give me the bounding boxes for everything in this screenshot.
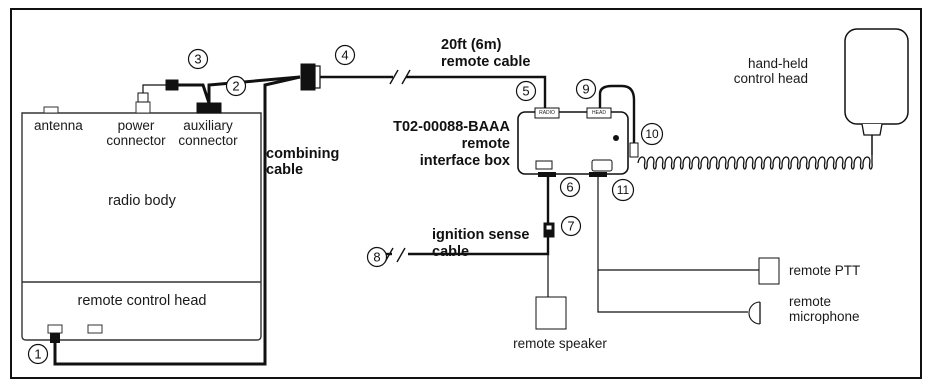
combining-cable-label-2: cable xyxy=(266,162,303,178)
remote-microphone-label-2: microphone xyxy=(789,309,860,324)
coiled-cable xyxy=(637,155,873,170)
remote-microphone-label: remote xyxy=(789,294,831,309)
diagram-frame xyxy=(10,8,922,379)
remote-cable-plug xyxy=(300,63,316,91)
svg-text:4: 4 xyxy=(341,48,348,63)
callout-11: 11 xyxy=(611,178,635,202)
radio-body-outline xyxy=(21,112,262,341)
interface-box-label: T02-00088-BAAA xyxy=(393,119,510,135)
callout-6: 6 xyxy=(559,176,581,198)
head-port xyxy=(586,107,612,119)
hand-held-body xyxy=(844,28,909,125)
radio-body-label: radio body xyxy=(108,193,176,209)
remote-speaker-label: remote speaker xyxy=(513,336,607,351)
radio-port xyxy=(534,107,560,119)
radio-port-label: RADIO xyxy=(539,110,555,116)
svg-text:11: 11 xyxy=(617,183,630,197)
callout-5: 5 xyxy=(515,80,537,102)
auxiliary-connector-label: auxiliary xyxy=(183,118,233,133)
svg-text:10: 10 xyxy=(645,127,659,141)
callout-3: 3 xyxy=(187,48,209,70)
power-connector-label-2: connector xyxy=(106,133,166,148)
db-connector xyxy=(591,159,613,172)
head-port-label: HEAD xyxy=(592,110,606,116)
svg-text:9: 9 xyxy=(582,82,589,97)
hand-held-control-head: hand-held control head xyxy=(629,28,909,170)
cable-break-1 xyxy=(389,69,399,85)
auxiliary-connector-label-2: connector xyxy=(178,133,238,148)
remote-cable-label: 20ft (6m) xyxy=(441,37,502,53)
remote-ptt-label: remote PTT xyxy=(789,263,860,278)
ignition-port-plug xyxy=(538,172,556,177)
aux-small-cable xyxy=(178,83,211,104)
remote-control-head-label: remote control head xyxy=(78,293,207,309)
callout-2: 2 xyxy=(225,75,247,97)
head-connector-right xyxy=(87,324,103,334)
remote-speaker xyxy=(535,296,567,330)
callout-8: 8 xyxy=(366,246,388,268)
svg-text:6: 6 xyxy=(566,180,573,195)
interface-box-body xyxy=(517,111,629,175)
interface-box-label-3: interface box xyxy=(420,153,510,169)
combining-cable xyxy=(53,75,301,366)
ignition-cable-label-2: cable xyxy=(432,244,469,260)
callouts: 1 2 3 4 5 6 7 8 9 10 11 xyxy=(27,44,664,365)
svg-text:7: 7 xyxy=(567,219,574,234)
svg-text:2: 2 xyxy=(232,79,239,94)
ignition-break-1 xyxy=(396,247,406,263)
cables xyxy=(53,63,760,366)
hand-held-strain-relief xyxy=(861,123,883,136)
power-plug xyxy=(137,92,149,103)
interface-box-label-2: remote xyxy=(462,136,510,152)
hand-held-label: hand-held xyxy=(748,56,808,71)
remote-cable-b xyxy=(406,75,547,108)
combining-cable-label: combining xyxy=(266,146,339,162)
cable-3-plug xyxy=(165,79,179,91)
remote-microphone xyxy=(748,301,761,325)
head-cable-plug xyxy=(50,333,60,343)
antenna-label: antenna xyxy=(34,118,83,133)
head-connector-left xyxy=(47,324,63,334)
ignition-port xyxy=(535,160,553,170)
peripherals: remote speaker remote PTT remote microph… xyxy=(513,257,860,351)
coil-plug xyxy=(629,142,639,158)
hand-held-label-2: control head xyxy=(734,71,808,86)
svg-text:8: 8 xyxy=(373,250,380,265)
remote-ptt xyxy=(758,257,780,285)
auxiliary-connector xyxy=(196,102,222,114)
ignition-cable-label: ignition sense xyxy=(432,227,530,243)
power-connector xyxy=(135,101,151,114)
callout-10: 10 xyxy=(640,122,664,146)
callout-7: 7 xyxy=(560,215,582,237)
radio-unit: antenna power connector auxiliary connec… xyxy=(21,101,262,343)
interface-led xyxy=(613,135,619,141)
svg-text:3: 3 xyxy=(194,52,201,67)
microphone-cable xyxy=(597,176,748,313)
power-connector-label: power xyxy=(118,118,155,133)
db-port-plug xyxy=(589,172,607,177)
antenna-connector xyxy=(43,106,59,114)
remote-cable-label-2: remote cable xyxy=(441,54,530,70)
callout-1: 1 xyxy=(27,343,49,365)
callout-4: 4 xyxy=(334,44,356,66)
head-cable-loop xyxy=(598,84,636,145)
aux-branch-cable xyxy=(207,75,301,103)
remote-cable-plug-collar xyxy=(314,65,321,89)
cable-break-2 xyxy=(401,69,411,85)
interface-box: RADIO HEAD xyxy=(517,107,629,177)
svg-text:1: 1 xyxy=(34,347,41,362)
callout-9: 9 xyxy=(575,78,597,100)
svg-text:5: 5 xyxy=(522,84,529,99)
inline-fuse-window xyxy=(545,224,553,231)
